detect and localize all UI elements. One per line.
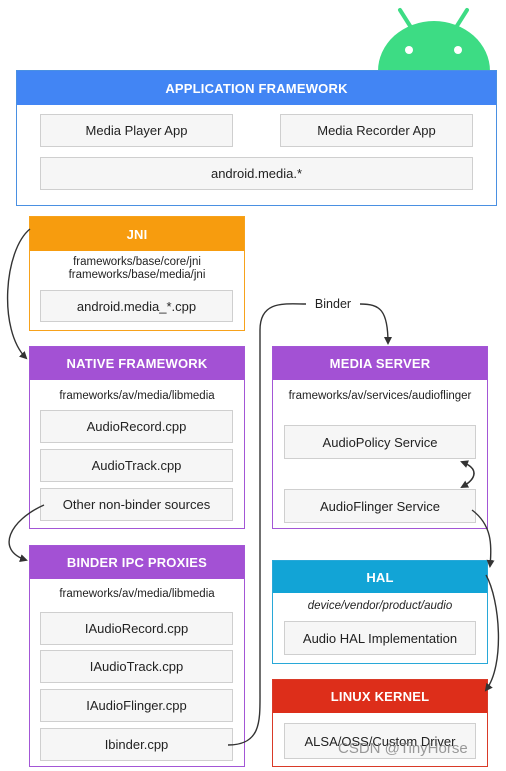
media-server-path: frameworks/av/services/audioflinger bbox=[288, 390, 472, 402]
hal-path: device/vendor/product/audio bbox=[307, 600, 453, 612]
android-media-box: android.media.* bbox=[40, 157, 473, 190]
binder-ipc-proxies-title: BINDER IPC PROXIES bbox=[30, 546, 244, 579]
other-non-binder-sources-box: Other non-binder sources bbox=[40, 488, 233, 521]
jni-path-line2: frameworks/base/media/jni bbox=[68, 269, 206, 281]
binder-label: Binder bbox=[306, 295, 360, 313]
media-recorder-app-box: Media Recorder App bbox=[280, 114, 473, 147]
android-media-cpp-box: android.media_*.cpp bbox=[40, 290, 233, 322]
jni-title: JNI bbox=[30, 217, 244, 251]
audiotrack-cpp-box: AudioTrack.cpp bbox=[40, 449, 233, 482]
arrow-jni-to-native bbox=[6, 228, 31, 360]
ibinder-cpp-box: Ibinder.cpp bbox=[40, 728, 233, 761]
hal-title: HAL bbox=[273, 561, 487, 593]
audio-hal-implementation-box: Audio HAL Implementation bbox=[284, 621, 476, 655]
native-framework-title: NATIVE FRAMEWORK bbox=[30, 347, 244, 380]
native-framework-path: frameworks/av/media/libmedia bbox=[59, 390, 215, 402]
audioflinger-service-box: AudioFlinger Service bbox=[284, 489, 476, 523]
iaudiotrack-cpp-box: IAudioTrack.cpp bbox=[40, 650, 233, 683]
media-server-title: MEDIA SERVER bbox=[273, 347, 487, 380]
jni-path-line1: frameworks/base/core/jni bbox=[73, 256, 201, 268]
audiorecord-cpp-box: AudioRecord.cpp bbox=[40, 410, 233, 443]
application-framework-title: APPLICATION FRAMEWORK bbox=[17, 71, 496, 105]
iaudiorecord-cpp-box: IAudioRecord.cpp bbox=[40, 612, 233, 645]
iaudioflinger-cpp-box: IAudioFlinger.cpp bbox=[40, 689, 233, 722]
linux-kernel-title: LINUX KERNEL bbox=[273, 680, 487, 713]
binder-ipc-path: frameworks/av/media/libmedia bbox=[59, 588, 215, 600]
audiopolicy-service-box: AudioPolicy Service bbox=[284, 425, 476, 459]
android-robot-icon bbox=[378, 8, 490, 71]
watermark-text: CSDN @TinyHorse bbox=[338, 740, 468, 757]
media-player-app-box: Media Player App bbox=[40, 114, 233, 147]
